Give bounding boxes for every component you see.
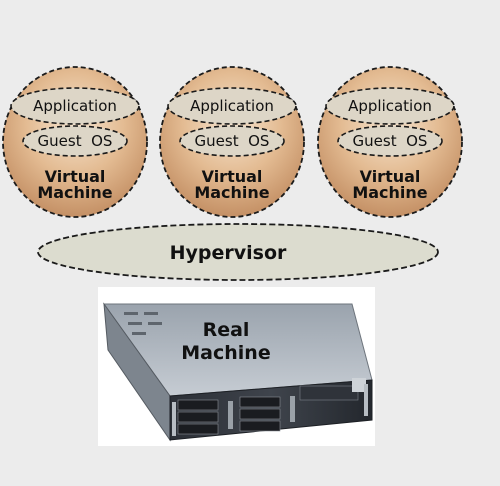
guest-os-layer — [22, 125, 128, 157]
hypervisor: Hypervisor — [37, 223, 439, 281]
vm-label-line2: Machine — [352, 183, 427, 202]
application-label: Application — [190, 97, 274, 115]
vm-label-line2: Machine — [37, 183, 112, 202]
hypervisor-label: Hypervisor — [170, 242, 287, 264]
real-machine-label-line2: Machine — [181, 342, 270, 364]
application-label: Application — [33, 97, 117, 115]
virtual-machine-2: Application Guest OS Virtual Machine — [159, 66, 305, 218]
application-label: Application — [348, 97, 432, 115]
virtual-machine-1: Application Guest OS Virtual Machine — [2, 66, 148, 218]
server-icon — [103, 302, 373, 442]
vm-label-line1: Virtual — [202, 167, 263, 186]
guest-os-layer — [337, 125, 443, 157]
application-layer — [167, 87, 297, 125]
guest-os-label: Guest OS — [38, 132, 113, 150]
hypervisor-layer — [37, 223, 439, 281]
guest-os-layer — [179, 125, 285, 157]
application-layer — [10, 87, 140, 125]
real-machine-label-line1: Real — [203, 319, 250, 341]
guest-os-label: Guest OS — [353, 132, 428, 150]
application-layer — [325, 87, 455, 125]
virtual-machine-3: Application Guest OS Virtual Machine — [317, 66, 463, 218]
vm-label-line2: Machine — [194, 183, 269, 202]
vm-label-line1: Virtual — [45, 167, 106, 186]
real-machine: Real Machine — [98, 287, 375, 446]
guest-os-label: Guest OS — [195, 132, 270, 150]
vm-label-line1: Virtual — [360, 167, 421, 186]
